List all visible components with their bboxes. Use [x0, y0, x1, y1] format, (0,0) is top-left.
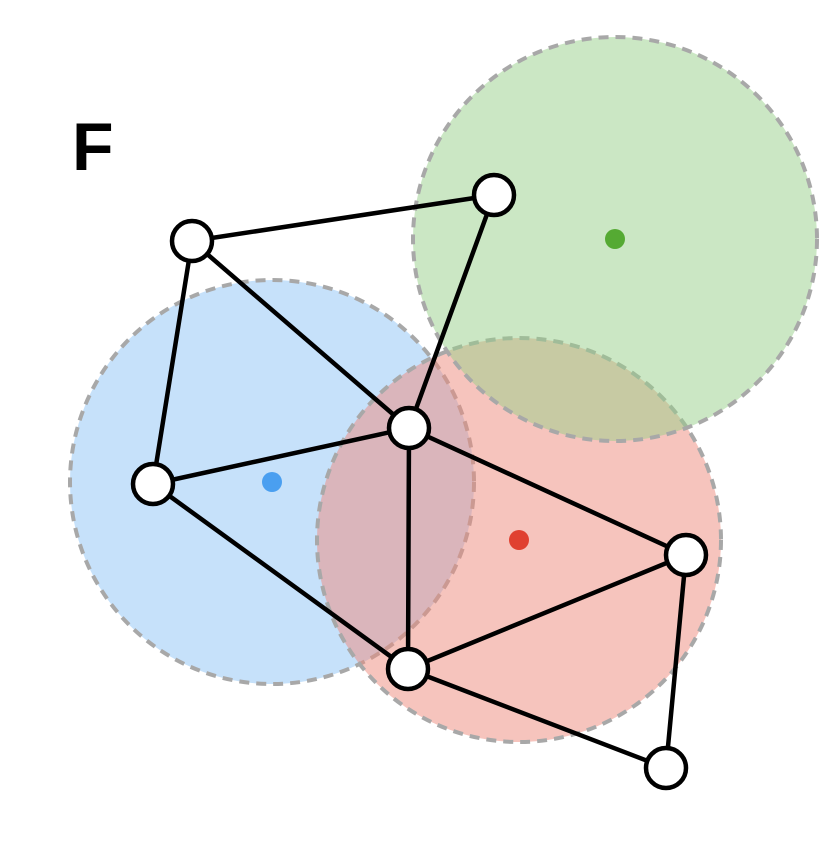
- node-n1: [169, 218, 215, 264]
- regions-layer: [68, 35, 819, 744]
- nodes-layer: [130, 172, 709, 791]
- edge-n1-n2: [189, 192, 497, 244]
- edge-n3-n5: [405, 425, 412, 672]
- edge-n2-n3: [406, 192, 497, 431]
- node-n5: [385, 646, 431, 692]
- edge-n5-n6: [405, 552, 689, 672]
- edge-n1-n4: [150, 238, 195, 487]
- red-region-center-dot: [509, 530, 529, 550]
- edges-layer: [150, 192, 689, 771]
- blue-region-center-dot: [262, 472, 282, 492]
- edge-n3-n6: [406, 425, 689, 558]
- green-region-center-dot: [605, 229, 625, 249]
- node-n6: [663, 532, 709, 578]
- edge-n6-n7: [663, 552, 689, 771]
- node-n3: [386, 405, 432, 451]
- panel-label: F: [72, 109, 114, 185]
- edge-n5-n7: [405, 666, 669, 771]
- node-n4: [130, 461, 176, 507]
- edge-n4-n5: [150, 481, 411, 672]
- node-n2: [471, 172, 517, 218]
- node-n7: [643, 745, 689, 791]
- edge-n1-n3: [189, 238, 412, 431]
- edge-n4-n3: [150, 425, 412, 487]
